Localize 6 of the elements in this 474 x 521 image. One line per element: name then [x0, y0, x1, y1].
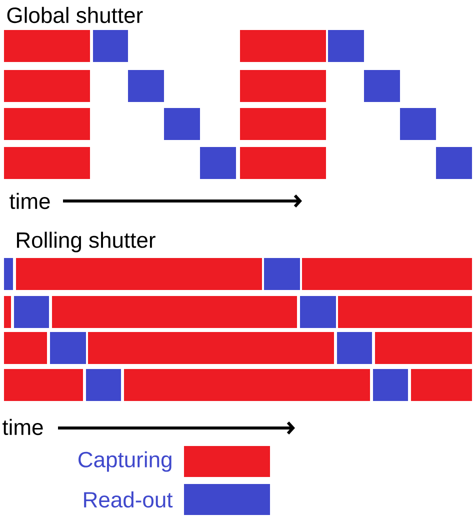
axis-label: time: [10, 192, 50, 210]
panel-heading: Rolling shutter: [17, 232, 156, 252]
legend-label: Read-out: [84, 491, 173, 508]
legend-label: Capturing: [78, 451, 172, 472]
panel-heading: Global shutter: [7, 6, 143, 24]
axis-label: time: [2, 418, 43, 436]
